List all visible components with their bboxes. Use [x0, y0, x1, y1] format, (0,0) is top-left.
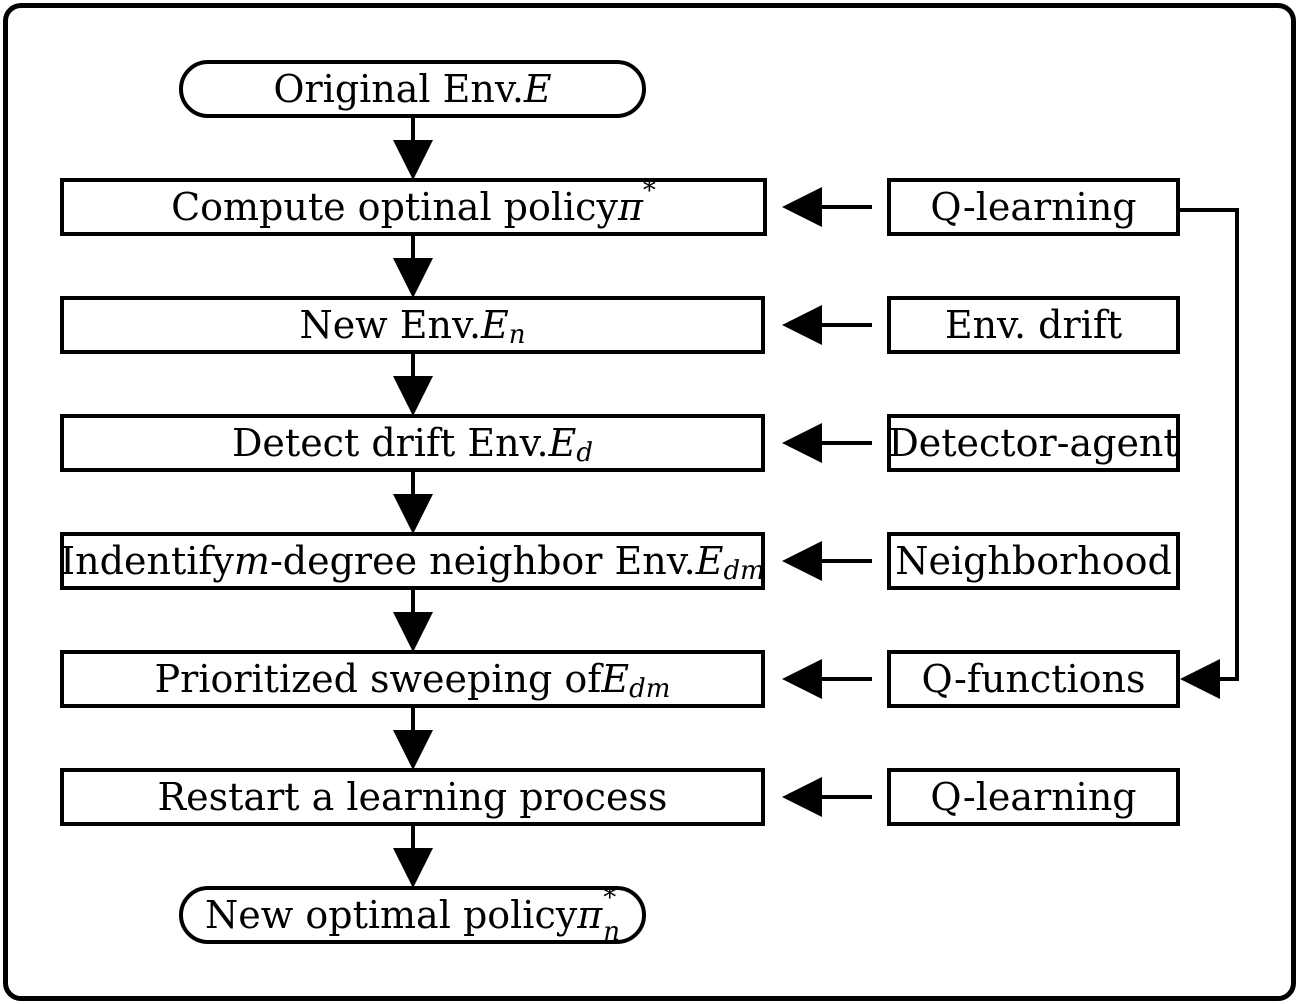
- end-node: New optimal policy π*n: [179, 885, 646, 945]
- side-detector-agent: Detector-agent: [887, 414, 1180, 472]
- side-label: Env. drift: [944, 303, 1123, 347]
- step3-sub: d: [576, 438, 594, 468]
- side-label: Q-functions: [921, 657, 1146, 701]
- step1-math: π: [617, 185, 643, 229]
- step4-text-b: -degree neighbor Env.: [269, 539, 696, 583]
- step4-text-a: Indentify: [60, 539, 234, 583]
- side-neighborhood: Neighborhood: [887, 532, 1180, 590]
- step4-math: E: [695, 539, 724, 583]
- step6-text: Restart a learning process: [157, 775, 668, 819]
- side-q-learning-2: Q-learning: [887, 768, 1180, 826]
- end-sup: *: [603, 883, 617, 913]
- start-text: Original Env.: [273, 67, 524, 111]
- side-env-drift: Env. drift: [887, 296, 1180, 354]
- end-supsub: *n: [603, 885, 620, 945]
- end-math: π: [577, 893, 603, 937]
- end-sub: n: [603, 917, 620, 947]
- step-compute-policy: Compute optinal policy π*: [60, 176, 767, 236]
- side-label: Q-learning: [930, 775, 1137, 819]
- step1-text: Compute optinal policy: [171, 185, 618, 229]
- step2-math: E: [481, 303, 509, 347]
- step3-math: E: [548, 421, 577, 465]
- side-label: Q-learning: [930, 185, 1137, 229]
- step5-math: E: [601, 657, 630, 701]
- step2-sub: n: [508, 320, 526, 350]
- step2-text: New Env.: [299, 303, 482, 347]
- diagram-frame: [3, 3, 1296, 1001]
- side-q-learning-1: Q-learning: [887, 178, 1180, 236]
- step-restart-learning: Restart a learning process: [60, 768, 765, 826]
- start-math: E: [523, 67, 552, 111]
- end-text: New optimal policy: [205, 893, 578, 937]
- side-label: Detector-agent: [888, 421, 1179, 465]
- step3-text: Detect drift Env.: [231, 421, 549, 465]
- step4-math-m: m: [233, 539, 270, 583]
- step5-text: Prioritized sweeping of: [154, 657, 602, 701]
- step1-sup: *: [642, 176, 656, 206]
- side-q-functions: Q-functions: [887, 650, 1180, 708]
- arrow-qlearning-to-qfunctions: [1180, 208, 1239, 699]
- side-label: Neighborhood: [895, 539, 1172, 583]
- start-node: Original Env. E: [179, 60, 646, 118]
- step4-sub: dm: [723, 556, 765, 586]
- step5-sub: dm: [629, 674, 671, 704]
